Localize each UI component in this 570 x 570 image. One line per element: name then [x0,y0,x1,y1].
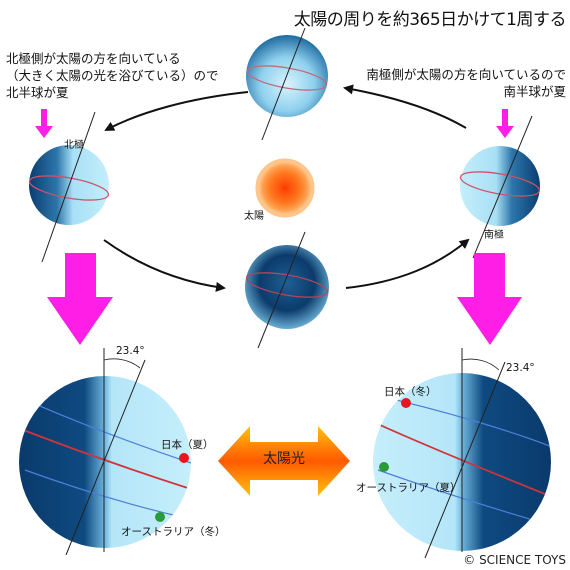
big-arrow-left [47,253,113,345]
japan-winter-dot [401,398,411,408]
sun [255,158,315,218]
right-note: 南極側が太陽の方を向いているので 南半球が夏 [330,66,566,100]
left-note: 北極側が太陽の方を向いている （大きく太陽の光を浴びている）ので 北半球が夏 [6,50,219,101]
orbit-arrow-top-left [104,91,249,131]
left-note-line-2: （大きく太陽の光を浴びている）ので [6,68,219,83]
south-pole-label: 南極 [484,230,504,241]
earth-big-right [373,348,551,559]
right-note-line-2: 南半球が夏 [503,84,566,99]
orbit-arrow-top-right [343,84,467,129]
earth-left-small [28,111,110,263]
earth-top [246,27,328,141]
earth-bottom [245,231,329,349]
big-arrow-right [457,253,522,345]
sunlight-label: 太陽光 [263,451,305,467]
orbit-arrow-bottom-left [103,239,226,292]
small-arrow-right [496,109,514,138]
australia-winter-dot [155,512,165,522]
sunlight-double-arrow [218,426,350,496]
tilt-angle-right: 23.4° [506,362,535,374]
japan-summer-dot [179,453,189,463]
sun-label: 太陽 [244,211,264,222]
left-note-line-1: 北極側が太陽の方を向いている [6,51,181,66]
small-arrow-left [35,109,53,138]
australia-summer-dot [379,462,389,472]
orbit-arrow-bottom-right [345,238,470,289]
left-note-line-3: 北半球が夏 [6,85,69,100]
copyright: © SCIENCE TOYS [463,553,566,567]
right-note-line-1: 南極側が太陽の方を向いているので [366,67,566,82]
australia-winter-label: オーストラリア（冬） [121,526,226,538]
diagram-title: 太陽の周りを約365日かけて1周する [293,10,567,30]
japan-winter-label: 日本（冬） [384,386,437,398]
earth-right-small [459,115,541,259]
australia-summer-label: オーストラリア（夏） [356,482,461,494]
tilt-angle-left: 23.4° [116,345,145,357]
north-pole-label: 北極 [64,140,84,151]
japan-summer-label: 日本（夏） [161,439,214,451]
